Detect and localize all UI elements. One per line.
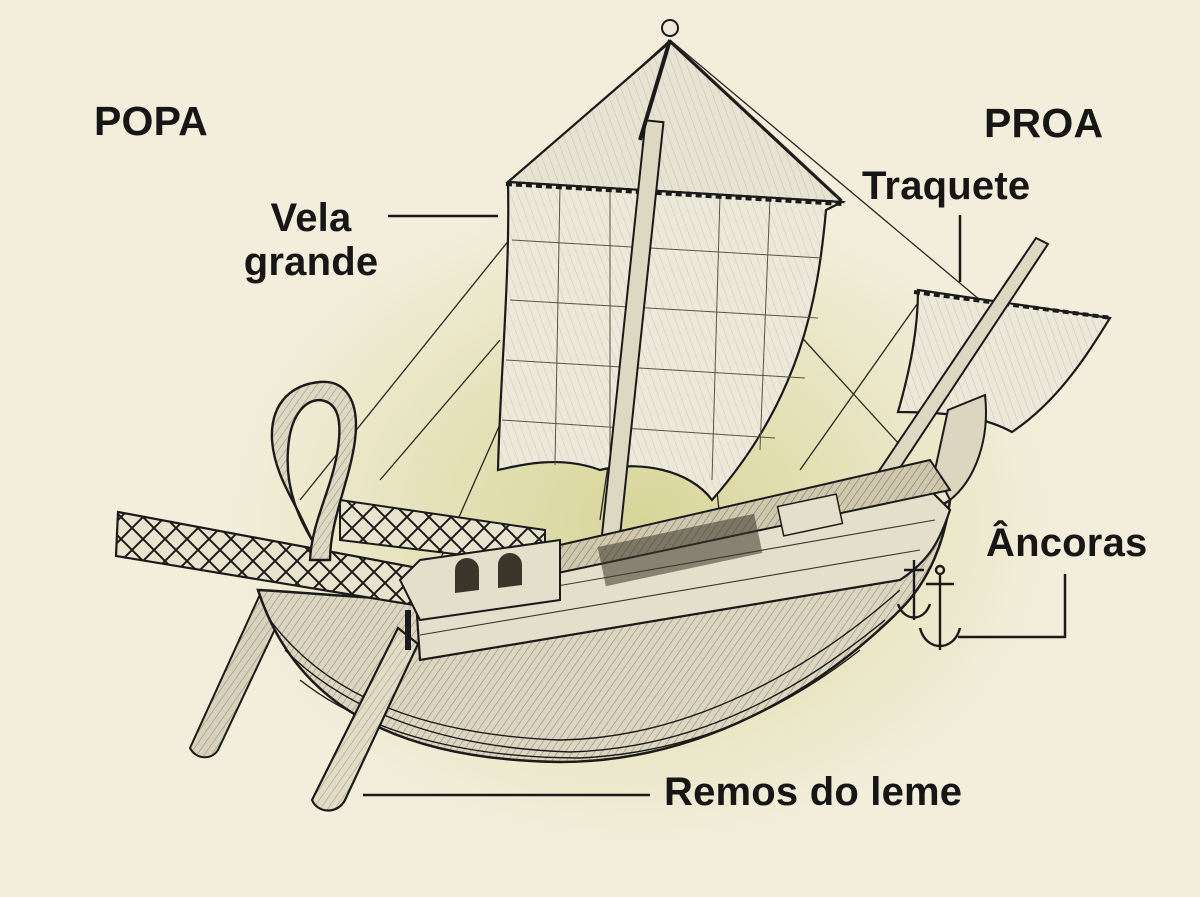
steering-oars-label: Remos do leme [664,770,963,814]
mast [597,19,679,571]
bow-label: PROA [984,100,1104,146]
stern-cabin [398,538,561,622]
mainsail [496,40,847,502]
anchors [896,560,962,650]
mainsail-label-line2: grande [243,240,379,284]
anchor-right [918,564,962,650]
leader-anchors [958,574,1067,639]
anchor-left [896,560,932,620]
swan-ornament [270,380,358,562]
mainsail-label-line1: Vela [270,196,352,240]
stern-label: POPA [94,98,208,144]
leader-lines [363,214,1067,797]
steering-oar-back [188,588,286,759]
mainsail-label: Vela grande [236,196,386,284]
steering-oar-front [310,610,420,812]
anchors-label: Âncoras [986,521,1148,565]
foresail-label: Traquete [862,164,1031,208]
